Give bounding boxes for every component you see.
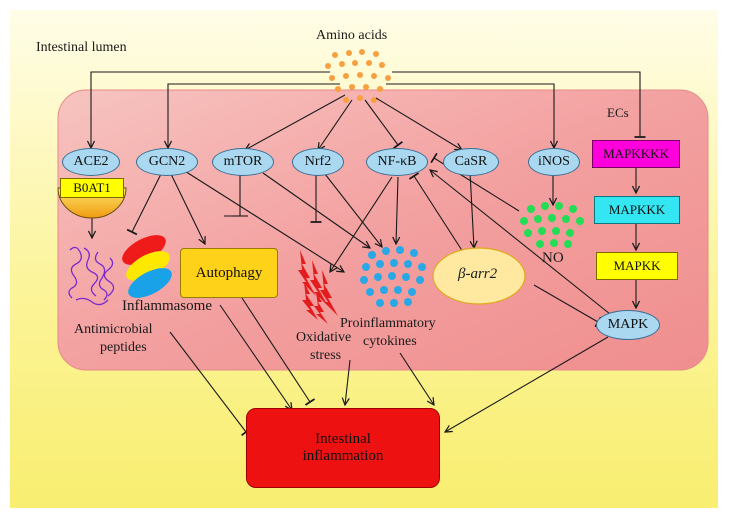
edge-mapk-outcome — [445, 336, 609, 432]
edge-gcn2-inflammasome — [126, 171, 163, 236]
edge-inflammasome-outcome — [219, 304, 292, 410]
ecs-label: ECs — [607, 105, 629, 120]
no-dots — [520, 202, 584, 248]
cytokine-dots — [360, 246, 426, 307]
edge-gcn2-stress — [179, 167, 344, 272]
edge-nrf2-cytokines — [324, 173, 382, 247]
edge-arr2-mapk — [533, 284, 602, 328]
amino-acids-label: Amino acids — [316, 28, 388, 43]
intestinal-lumen-label: Intestinal lumen — [36, 40, 127, 55]
inflammasome-shapes — [122, 235, 172, 298]
inflammasome-label: Inflammasome — [122, 298, 212, 314]
intestinal-inflammation-node: Intestinal inflammation — [246, 408, 440, 488]
edge-peptides-outcome — [169, 331, 251, 437]
oxidative-label-2: stress — [310, 348, 342, 363]
edge-arr2-nfkb — [408, 172, 464, 253]
ace2-node: ACE2 — [62, 148, 120, 176]
edge-nfkb-stress — [330, 176, 393, 272]
autophagy-node: Autophagy — [180, 248, 278, 298]
gcn2-node: GCN2 — [136, 148, 198, 176]
antimicrobial-label-1: Antimicrobial — [74, 322, 153, 337]
connectors — [91, 71, 646, 437]
peptide-chains — [68, 246, 115, 306]
outcome-label-1: Intestinal — [315, 431, 371, 447]
edge-aa-gcn2 — [168, 83, 340, 148]
nrf2-node: Nrf2 — [292, 148, 344, 176]
edge-casr-arr2 — [469, 171, 474, 248]
edge-aa-nrf2 — [318, 99, 353, 150]
edge-aa-mtor — [245, 94, 346, 150]
edge-nfkb-cytokines — [396, 176, 398, 244]
nfkb-node: NF-κB — [366, 148, 428, 176]
proinflammatory-label-1: Proinflammatory — [340, 316, 436, 331]
arr2-label: β-arr2 — [458, 266, 498, 282]
edge-aa-mapkkkk — [392, 71, 646, 138]
antimicrobial-label-2: peptides — [100, 340, 147, 355]
edge-stress-outcome — [345, 359, 351, 405]
edge-mapk-nfkb — [430, 170, 611, 315]
edge-aa-casr — [375, 97, 462, 150]
casr-node: CaSR — [443, 148, 499, 176]
mapk-node: MAPK — [596, 310, 660, 340]
edge-aa-inos — [386, 83, 554, 148]
no-label: NO — [542, 250, 564, 266]
edge-aa-ace2 — [91, 71, 330, 148]
oxidative-stress-shapes — [298, 250, 338, 324]
edge-aa-nfkb — [364, 99, 403, 149]
outcome-label-2: inflammation — [302, 448, 384, 464]
b0at1-node: B0AT1 — [60, 178, 124, 198]
inos-node: iNOS — [528, 148, 580, 176]
edge-cytokines-outcome — [399, 352, 434, 405]
arr2-ellipse — [432, 247, 526, 305]
mapkk-node: MAPKK — [596, 252, 678, 280]
edge-gcn2-autophagy — [169, 171, 205, 244]
mapkkk-node: MAPKKK — [594, 196, 680, 224]
amino-acid-dots — [325, 49, 391, 103]
oxidative-label-1: Oxidative — [296, 330, 352, 345]
proinflammatory-label-2: cytokines — [363, 334, 417, 349]
mapkkkk-node: MAPKKKK — [592, 140, 680, 168]
mtor-node: mTOR — [212, 148, 274, 176]
edge-autophagy-outcome — [241, 297, 316, 406]
